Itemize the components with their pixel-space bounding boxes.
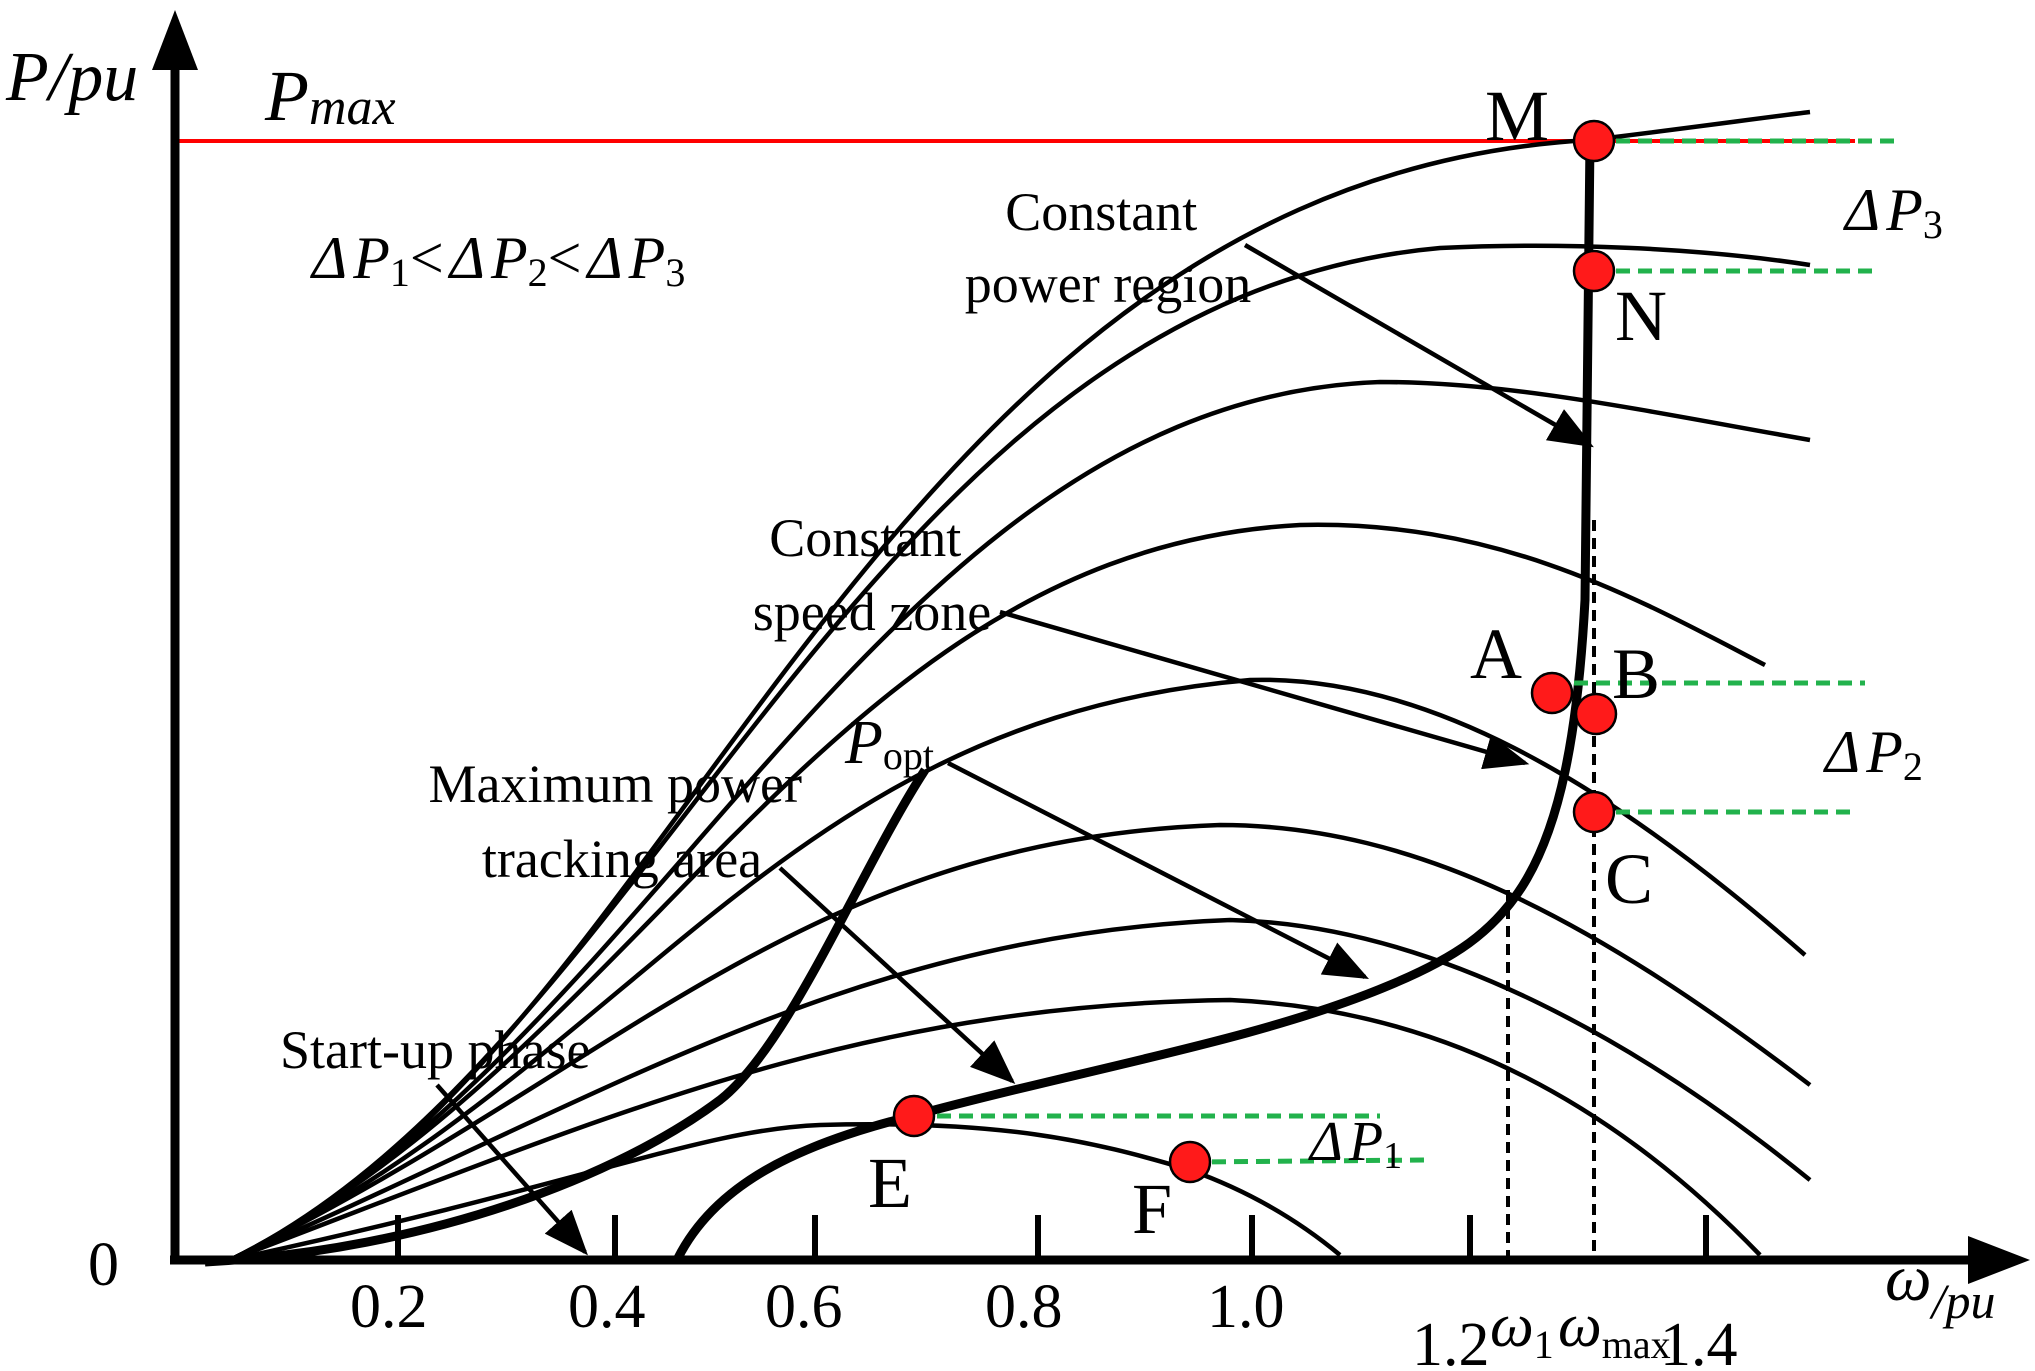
point-m: [1572, 119, 1616, 163]
omega1-label: ω1: [1490, 1292, 1554, 1367]
dashed-line-f: [1189, 1157, 1426, 1165]
power-curve: [229, 822, 1812, 1263]
delta-lines: [915, 138, 1895, 1165]
popt-label: Popt: [844, 709, 934, 778]
x-tick-label: 0.4: [568, 1273, 646, 1341]
point-f-label: F: [1132, 1169, 1172, 1249]
constant-speed-label: Constant speed zone: [753, 508, 991, 642]
point-n-label: N: [1615, 276, 1667, 356]
arrow-constant-power: [1243, 243, 1594, 448]
x-tick-label: 1.2: [1412, 1311, 1490, 1371]
y-axis-arrow: [152, 10, 198, 70]
x-tick-label: 1.4: [1660, 1311, 1738, 1371]
power-curve: [229, 917, 1812, 1263]
omegamax-label: ωmax: [1558, 1292, 1671, 1367]
constant-power-label: Constant power region: [965, 182, 1251, 314]
point-f: [1168, 1140, 1212, 1184]
x-tick-label: 0.2: [350, 1273, 428, 1341]
x-tick-label: 0.8: [985, 1273, 1063, 1341]
axes: [152, 10, 2030, 1284]
arrow-popt: [946, 760, 1370, 980]
operating-trajectory: [204, 139, 1595, 1267]
arrow-constant-speed: [999, 609, 1530, 770]
x-tick-label: 0.6: [765, 1273, 843, 1341]
power-curve: [229, 109, 1811, 1263]
arrow-max-power: [778, 866, 1016, 1085]
power-curve: [229, 677, 1807, 1263]
point-b-label: B: [1612, 634, 1660, 714]
point-c: [1572, 790, 1616, 834]
operating-points: [892, 119, 1618, 1184]
point-e-label: E: [868, 1143, 912, 1223]
point-c-label: C: [1605, 839, 1653, 919]
x-axis-label: ω/pu: [1885, 1242, 1996, 1329]
startup-label: Start-up phase: [280, 1020, 590, 1080]
origin-label: 0: [88, 1231, 119, 1299]
point-m-label: M: [1485, 76, 1549, 156]
point-n: [1572, 249, 1616, 293]
point-a-label: A: [1470, 614, 1522, 694]
point-a: [1530, 671, 1574, 715]
mppt-curve: [673, 139, 1595, 1261]
x-axis-arrow: [1968, 1236, 2030, 1284]
power-curve: [228, 522, 1767, 1263]
startup-curve: [204, 767, 929, 1267]
annotation-arrows: [435, 243, 1594, 1256]
point-e: [892, 1094, 936, 1138]
power-curve: [229, 997, 1762, 1263]
y-axis-label: P/pu: [5, 39, 138, 116]
point-b: [1574, 692, 1618, 736]
x-tick-label: 1.0: [1207, 1273, 1285, 1341]
arrow-startup: [435, 1083, 588, 1256]
max-power-label: Maximum power tracking area: [429, 754, 816, 889]
pmax-label: Pmax: [264, 56, 396, 136]
